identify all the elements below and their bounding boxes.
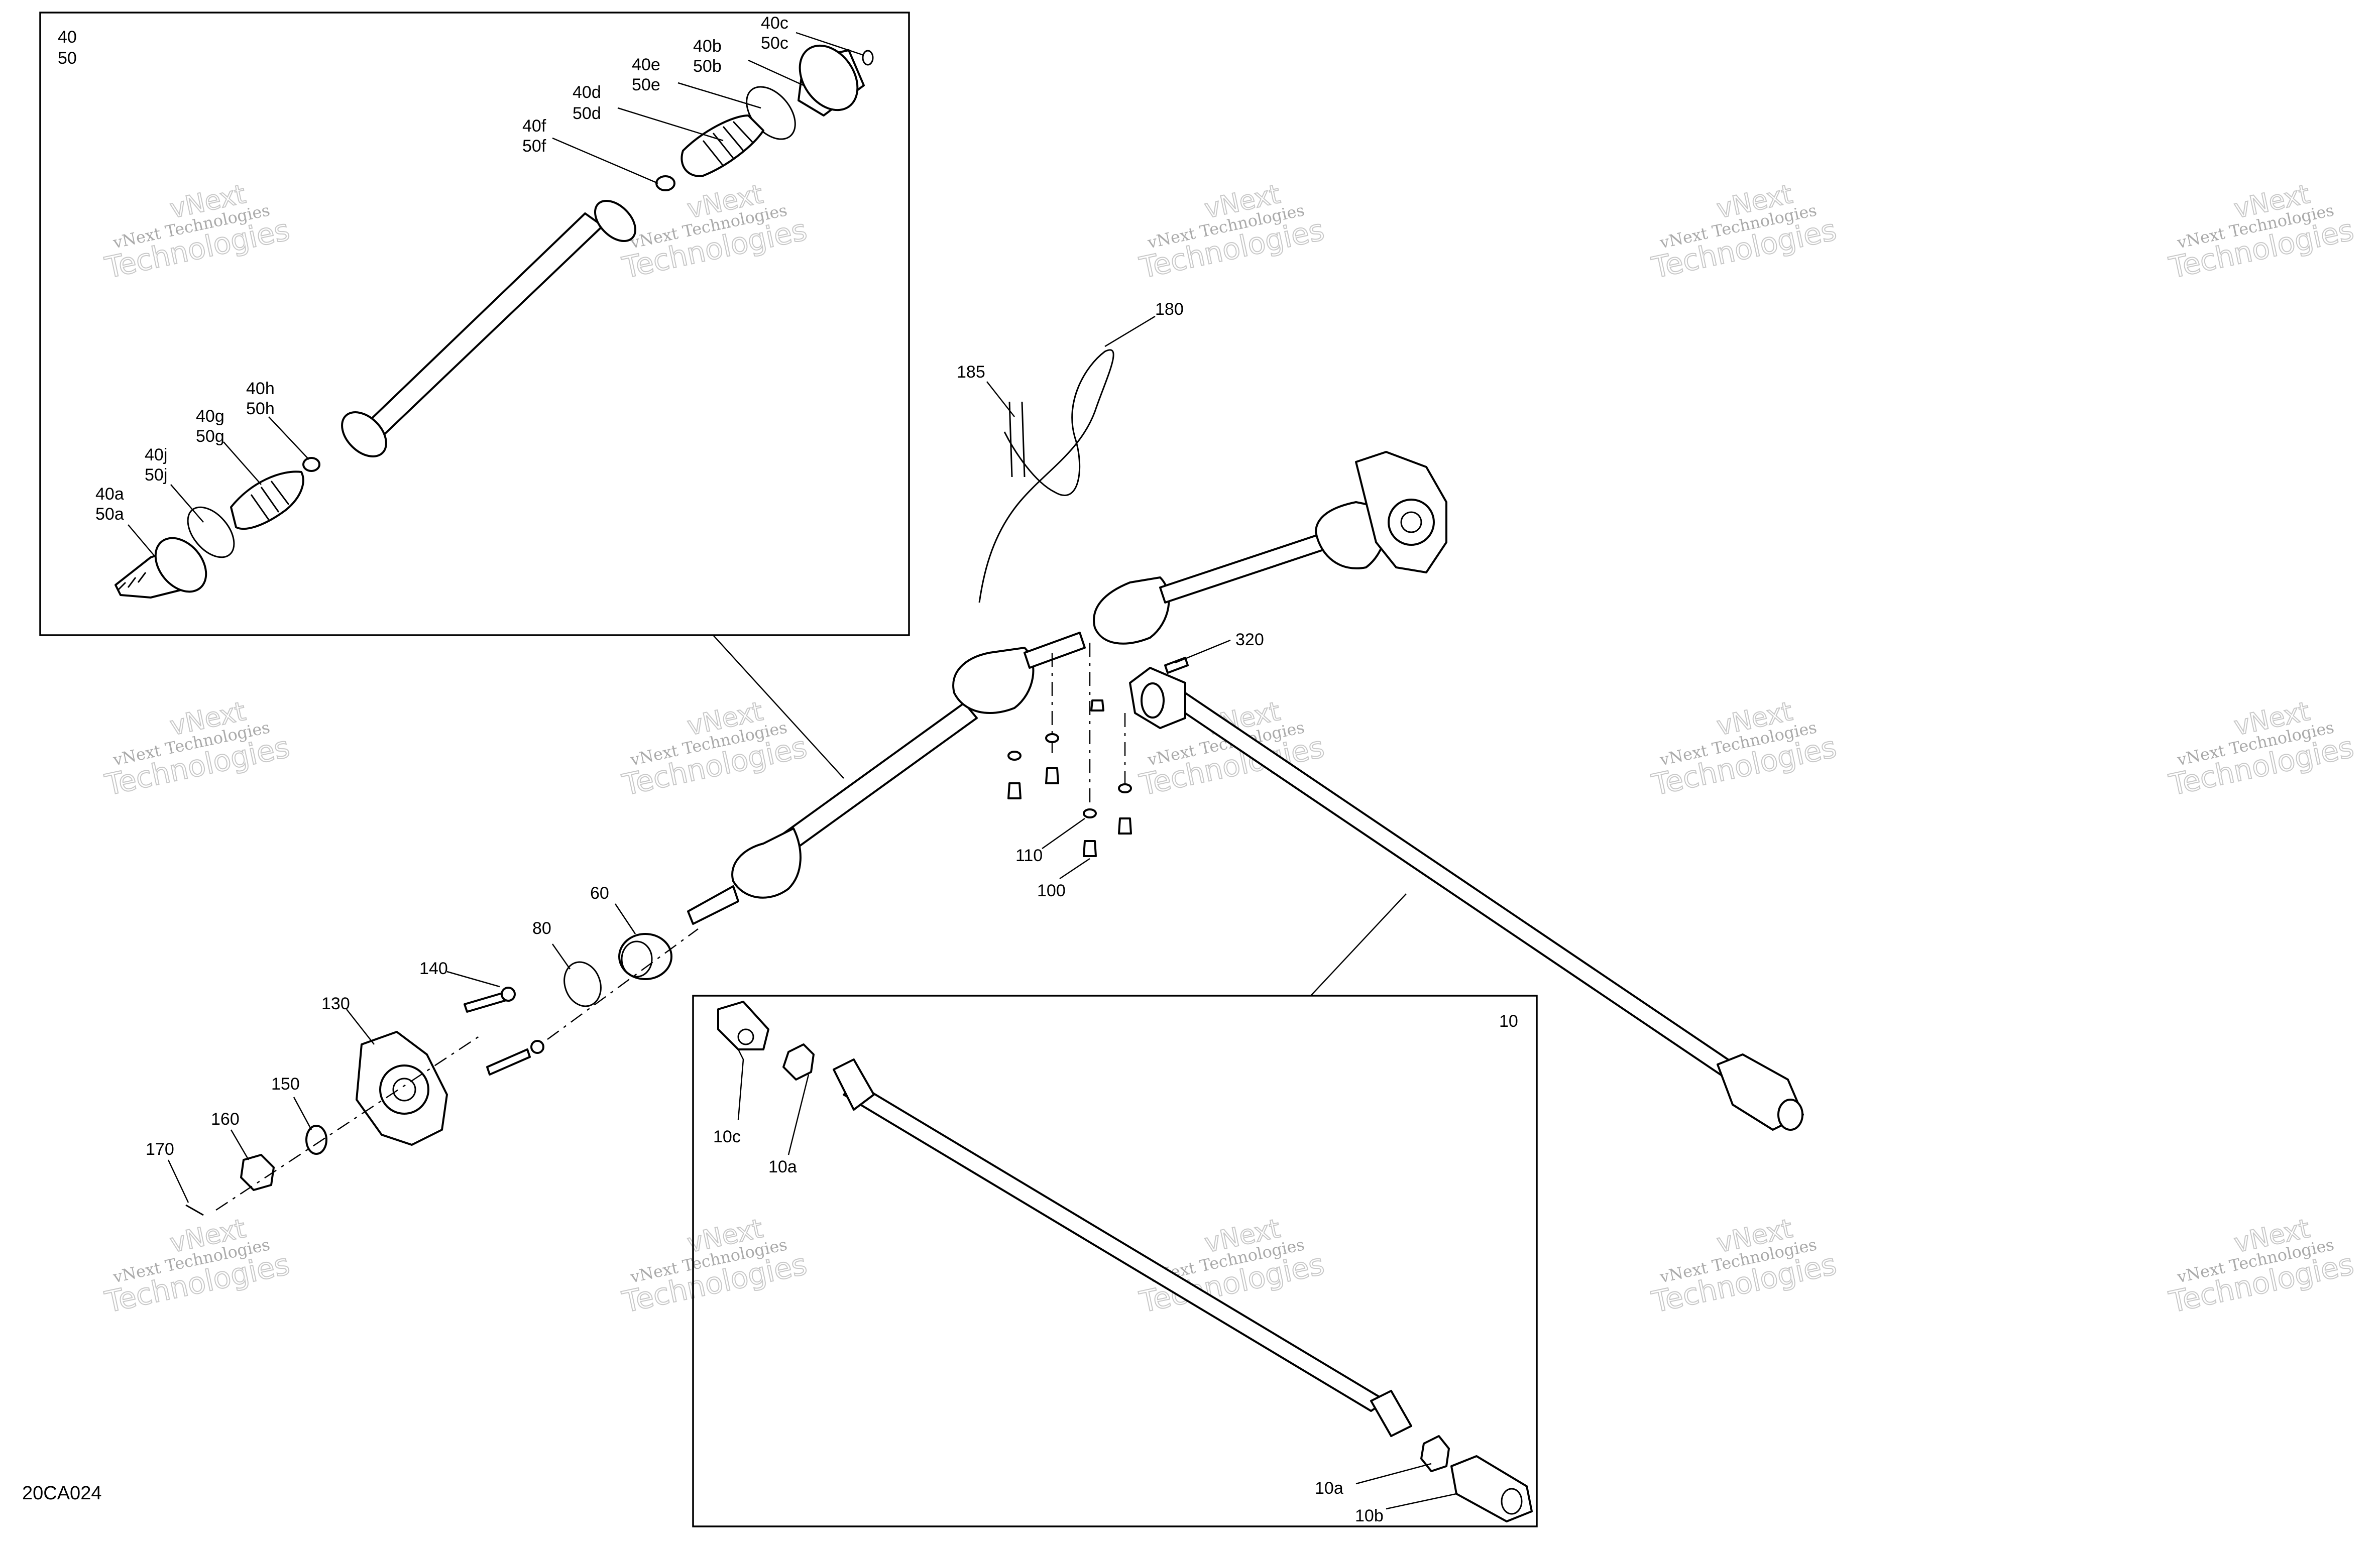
- callout-40j: 40j: [145, 445, 167, 464]
- figure-code: 20CA024: [22, 1483, 102, 1504]
- callout-10a-top: 10a: [768, 1157, 797, 1176]
- callout-50j: 50j: [145, 465, 167, 485]
- leader-100: [1059, 858, 1090, 880]
- callout-160: 160: [211, 1110, 240, 1129]
- main-propeller-shaft: [1129, 667, 1804, 1131]
- callout-180: 180: [1155, 300, 1184, 319]
- leader-40g: [223, 441, 262, 485]
- brake-hose: [978, 349, 1114, 603]
- inset-label-10: 10: [1499, 1012, 1518, 1031]
- callout-150: 150: [271, 1075, 300, 1094]
- callout-40c: 40c: [761, 14, 788, 33]
- inset-label-40: 40: [58, 28, 77, 47]
- callout-40f: 40f: [522, 116, 546, 136]
- callout-130: 130: [321, 994, 350, 1013]
- callout-40h: 40h: [246, 379, 275, 398]
- leader-40e: [677, 82, 761, 109]
- callout-185: 185: [957, 363, 985, 382]
- propeller-shaft-inset-frame: [692, 995, 1538, 1527]
- leader-140: [446, 971, 500, 988]
- propeller-shaft-exploded: [717, 1001, 1533, 1522]
- callout-50g: 50g: [196, 427, 224, 446]
- callout-40a: 40a: [95, 485, 124, 504]
- leader-320: [1175, 639, 1231, 664]
- callout-100: 100: [1037, 881, 1066, 900]
- callout-110: 110: [1015, 846, 1043, 865]
- leader-40d: [617, 107, 724, 142]
- callout-60: 60: [590, 884, 609, 903]
- callout-10c: 10c: [713, 1127, 741, 1146]
- callout-labels: 40 50 40c 50c 40b 50b 40e 50e 40d 50d 40…: [58, 14, 1518, 1525]
- wheel-end-parts: [167, 315, 1231, 1216]
- callout-40e: 40e: [632, 55, 660, 74]
- leader-10a-top: [787, 1074, 810, 1155]
- half-shaft-inset-frame: [39, 12, 910, 636]
- leader-40a: [128, 524, 156, 558]
- leader-150: [293, 1097, 312, 1130]
- callout-50b: 50b: [693, 57, 722, 76]
- callout-40d: 40d: [573, 83, 601, 102]
- callout-80: 80: [532, 919, 551, 938]
- cv-joint-outer: [115, 537, 207, 599]
- leader-40f: [552, 137, 658, 184]
- leader-180: [1104, 315, 1156, 347]
- callout-170: 170: [146, 1140, 174, 1159]
- callout-50f: 50f: [522, 137, 546, 156]
- inset-connector-line: [713, 635, 844, 779]
- leader-110: [1042, 817, 1085, 850]
- callout-10b: 10b: [1355, 1506, 1384, 1525]
- leader-40c: [796, 32, 864, 56]
- callout-40g: 40g: [196, 407, 224, 426]
- leader-60: [614, 903, 636, 934]
- callout-320: 320: [1235, 630, 1264, 649]
- inset-connector-line: [1310, 893, 1407, 996]
- callout-50h: 50h: [246, 399, 275, 418]
- leader-10a-bottom: [1355, 1463, 1432, 1485]
- leader-170: [167, 1159, 189, 1203]
- leader-130: [346, 1009, 375, 1045]
- callout-50a: 50a: [95, 505, 124, 524]
- callout-140: 140: [419, 959, 448, 978]
- leader-160: [230, 1129, 250, 1160]
- leader-40h: [268, 416, 309, 460]
- callout-50c: 50c: [761, 34, 788, 53]
- leader-40b: [748, 59, 804, 86]
- half-shaft-exploded: [115, 32, 874, 599]
- leader-10c: [737, 1049, 744, 1120]
- callout-10a-bottom: 10a: [1315, 1479, 1343, 1498]
- callout-50e: 50e: [632, 75, 660, 94]
- callout-50d: 50d: [573, 104, 601, 123]
- inset-label-50: 50: [58, 49, 77, 68]
- leader-80: [551, 943, 571, 970]
- callout-40b: 40b: [693, 37, 722, 56]
- leader-185: [986, 381, 1015, 417]
- leader-10b: [1386, 1493, 1457, 1510]
- main-half-shaft: [687, 451, 1447, 925]
- leader-40j: [170, 484, 204, 523]
- cv-joint-inner: [798, 44, 865, 116]
